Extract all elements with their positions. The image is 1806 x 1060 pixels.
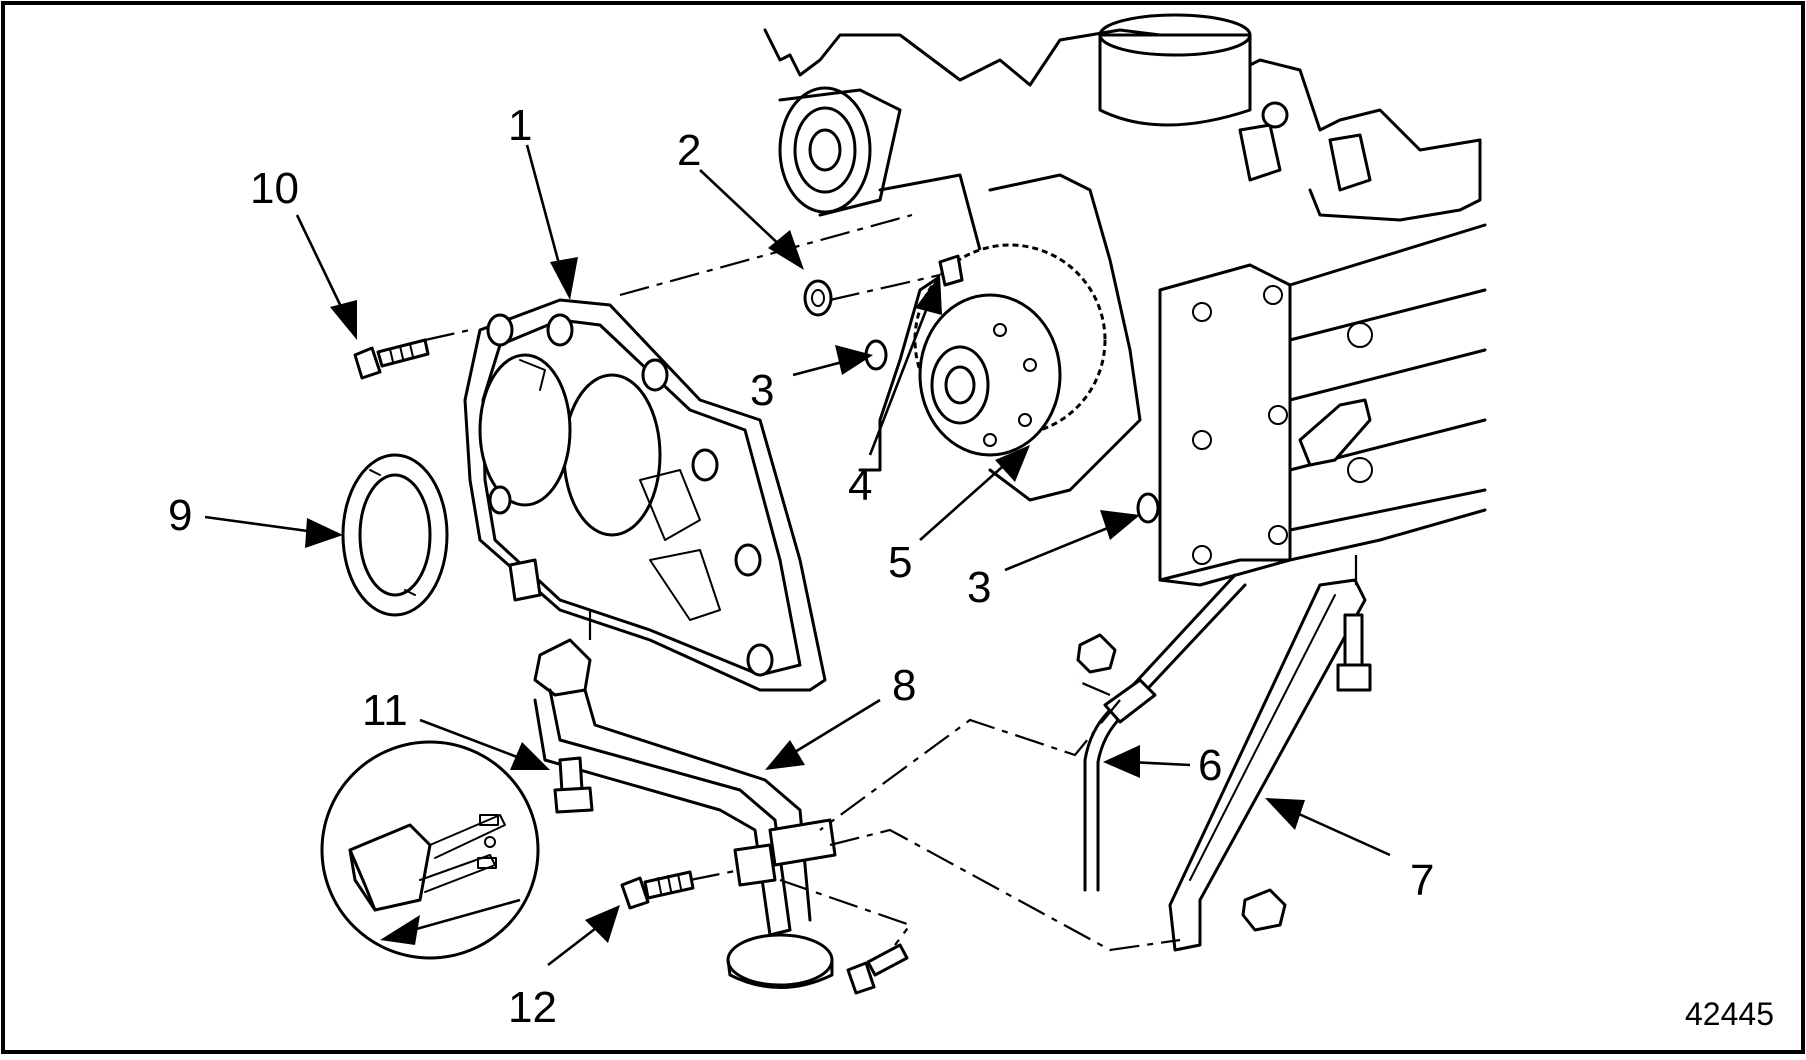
oil-pump-rotor [918,293,1062,457]
stud [938,254,964,287]
leader-lines [204,144,1391,967]
engine-block [763,13,1487,587]
assembly-lines [424,213,1358,952]
callout-11: 11 [362,686,408,735]
callout-7: 7 [1410,856,1434,905]
cover-bore-left [478,353,572,507]
callout-3a: 3 [750,366,774,415]
cover-bore-right [562,373,662,537]
oil-pickup-tube [533,638,837,989]
crankshaft-seal [341,453,449,617]
bolt-11 [553,756,594,814]
callout-8: 8 [892,661,916,710]
callouts: 1 2 3 3 4 5 6 7 8 9 10 11 12 42445 [168,101,1774,1032]
dipstick-tube [1076,573,1247,892]
callout-5: 5 [888,538,912,587]
bolt-10 [353,338,430,380]
figure-number: 42445 [1685,996,1774,1032]
nut-dipstick [1076,633,1117,674]
dowel-pin-lower [1136,492,1160,524]
pickup-screen [726,933,834,987]
callout-10: 10 [250,164,299,213]
callout-9: 9 [168,491,192,540]
callout-12: 12 [508,983,557,1032]
bolt-screen [846,943,909,995]
inset-detail [320,740,540,960]
front-cover [463,298,827,692]
callout-3b: 3 [967,563,991,612]
callout-6: 6 [1198,741,1222,790]
sensor [1298,398,1372,467]
callout-1: 1 [508,101,532,150]
washer [803,279,833,317]
callout-2: 2 [677,126,701,175]
inset-arrow [380,915,420,945]
bolt-12 [620,870,695,910]
callout-4: 4 [848,461,872,510]
nut-bracket [1241,888,1287,932]
filter-housing [1098,33,1252,127]
pulley [778,86,872,214]
